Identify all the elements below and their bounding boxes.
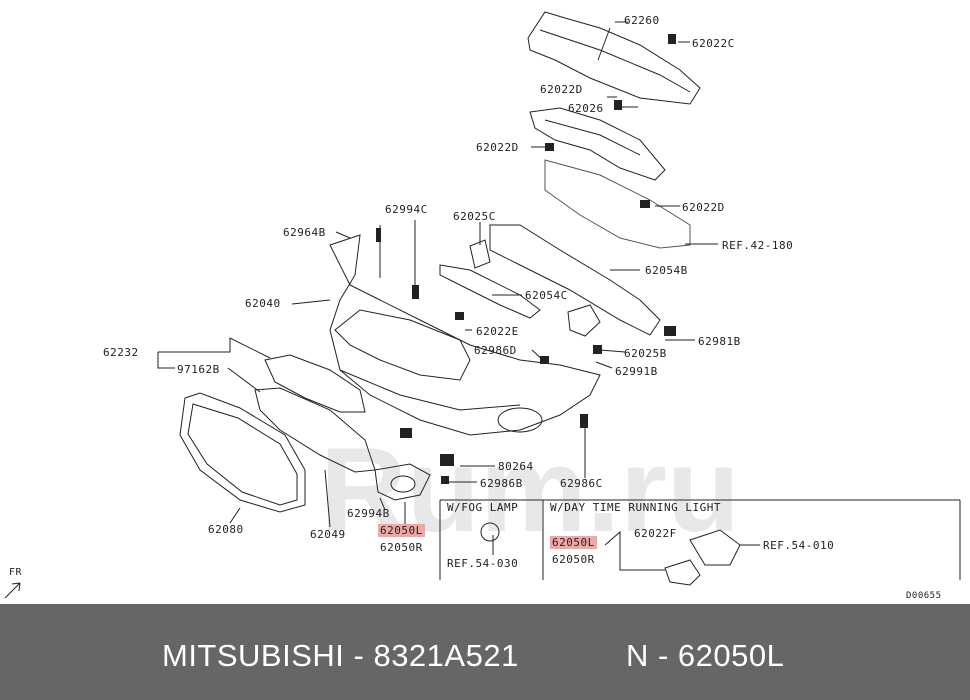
screw-62986D: [540, 356, 549, 364]
footer-bar: MITSUBISHI - 8321A521 N - 62050L: [0, 604, 970, 700]
screw-62986B: [441, 476, 449, 484]
label-62050L-drl-highlighted[interactable]: 62050L: [550, 536, 597, 549]
label-62022D-top: 62022D: [540, 83, 583, 96]
clip-62022D: [614, 100, 622, 110]
label-62022D-right: 62022D: [682, 201, 725, 214]
label-62232: 62232: [103, 346, 139, 359]
nut-62991B: [593, 345, 602, 354]
clip-62022E: [455, 312, 464, 320]
bumper-shape: [329, 234, 601, 436]
label-62025C: 62025C: [453, 210, 496, 223]
label-62994B: 62994B: [347, 507, 390, 520]
rivet-62964B: [376, 228, 381, 242]
label-62022C: 62022C: [692, 37, 735, 50]
reinforcement-shape: [544, 159, 691, 249]
clip-62022C: [668, 34, 676, 44]
clip-62022D-b: [545, 143, 554, 151]
label-80264: 80264: [498, 460, 534, 473]
bolt-62994B: [400, 428, 412, 438]
label-62050R-drl: 62050R: [552, 553, 595, 566]
bolt-62981B: [664, 326, 676, 336]
diagram-code: D00655: [906, 591, 942, 601]
grille-shape: [264, 354, 366, 413]
label-62994C: 62994C: [385, 203, 428, 216]
label-ref-54-030: REF.54-030: [447, 557, 519, 570]
beam-shape: [489, 224, 661, 336]
drl-title: W/DAY TIME RUNNING LIGHT: [550, 501, 721, 514]
label-ref-54-010: REF.54-010: [763, 539, 835, 552]
label-ref-42-180: REF.42-180: [722, 239, 794, 252]
label-62054C: 62054C: [525, 289, 568, 302]
bracket-shape: [529, 107, 666, 181]
label-62054B: 62054B: [645, 264, 688, 277]
fog-lamp-title: W/FOG LAMP: [447, 501, 519, 514]
parts-diagram: [4, 11, 961, 599]
label-62022E: 62022E: [476, 325, 519, 338]
diagram-part-code: N - 62050L: [626, 638, 785, 673]
screw-62986C: [580, 414, 588, 428]
label-62080: 62080: [208, 523, 244, 536]
fr-direction-label: FR: [9, 567, 23, 578]
label-62986B: 62986B: [480, 477, 523, 490]
lower-grille-shape: [254, 387, 376, 473]
label-62991B: 62991B: [615, 365, 658, 378]
label-62026: 62026: [568, 102, 604, 115]
label-62025B: 62025B: [624, 347, 667, 360]
label-62981B: 62981B: [698, 335, 741, 348]
label-62022D-mid: 62022D: [476, 141, 519, 154]
label-62040: 62040: [245, 297, 281, 310]
brand-part-number: MITSUBISHI - 8321A521: [162, 638, 519, 673]
bolt-62994C: [412, 285, 419, 299]
fog-bezel-shape: [374, 463, 431, 501]
label-62049: 62049: [310, 528, 346, 541]
label-62022F: 62022F: [634, 527, 677, 540]
label-62050L-highlighted[interactable]: 62050L: [378, 524, 425, 537]
label-62050R: 62050R: [380, 541, 423, 554]
side-bracket-shape: [567, 304, 601, 337]
grommet-80264: [440, 454, 454, 466]
label-62986C: 62986C: [560, 477, 603, 490]
clip-62022D-c: [640, 200, 650, 208]
label-62964B: 62964B: [283, 226, 326, 239]
upper-cover-shape: [527, 11, 701, 105]
label-97162B: 97162B: [177, 363, 220, 376]
label-62986D: 62986D: [474, 344, 517, 357]
frame-shape: [179, 392, 306, 513]
label-62260: 62260: [624, 14, 660, 27]
